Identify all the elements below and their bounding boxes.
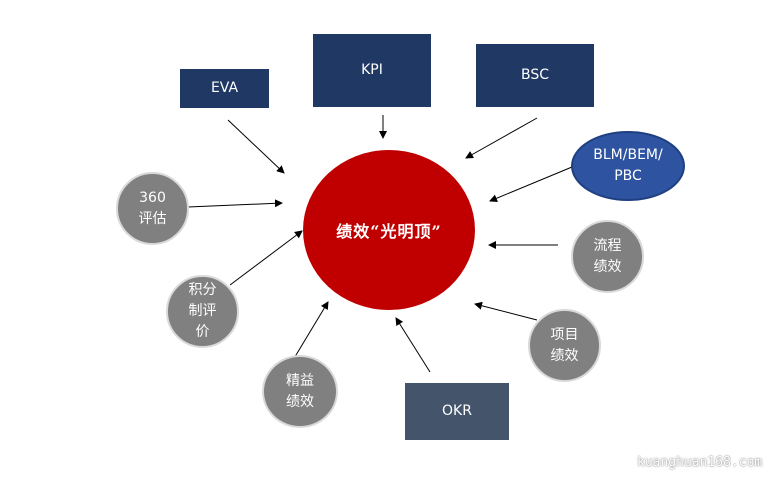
project-label: 项目 绩效 <box>550 326 579 364</box>
okr-label: OKR <box>442 403 472 419</box>
eval360-circle: 360 评估 <box>116 172 189 245</box>
arrow-blm <box>489 166 573 203</box>
lean-label: 精益 绩效 <box>286 372 314 410</box>
kpi-label: KPI <box>361 62 383 78</box>
process-circle: 流程 绩效 <box>571 220 644 293</box>
process-label: 流程 绩效 <box>593 237 622 275</box>
project-circle: 项目 绩效 <box>528 309 601 382</box>
okr-box: OKR <box>405 383 509 440</box>
arrow-360 <box>187 199 283 208</box>
lean-circle: 精益 绩效 <box>262 355 338 428</box>
points-label: 积分 制评 价 <box>188 282 217 340</box>
eval360-label: 360 评估 <box>138 189 167 227</box>
blm-ellipse: BLM/BEM/ PBC <box>571 131 685 201</box>
arrow-eva <box>227 119 285 174</box>
bsc-box: BSC <box>476 44 594 107</box>
center-circle: 绩效“光明顶” <box>303 150 475 310</box>
eva-label: EVA <box>210 80 239 96</box>
kpi-box: KPI <box>313 34 431 107</box>
blm-label: BLM/BEM/ PBC <box>593 147 663 184</box>
arrow-okr <box>395 317 431 373</box>
points-circle: 积分 制评 价 <box>166 275 239 348</box>
arrow-points <box>229 230 303 286</box>
bsc-label: BSC <box>520 67 550 83</box>
arrow-bsc <box>465 117 538 159</box>
watermark: kuanghuan168.com <box>637 455 763 470</box>
eva-box: EVA <box>180 69 269 108</box>
arrow-lean <box>292 301 329 361</box>
arrow-project <box>474 301 538 321</box>
center-label: 绩效“光明顶” <box>336 222 442 241</box>
